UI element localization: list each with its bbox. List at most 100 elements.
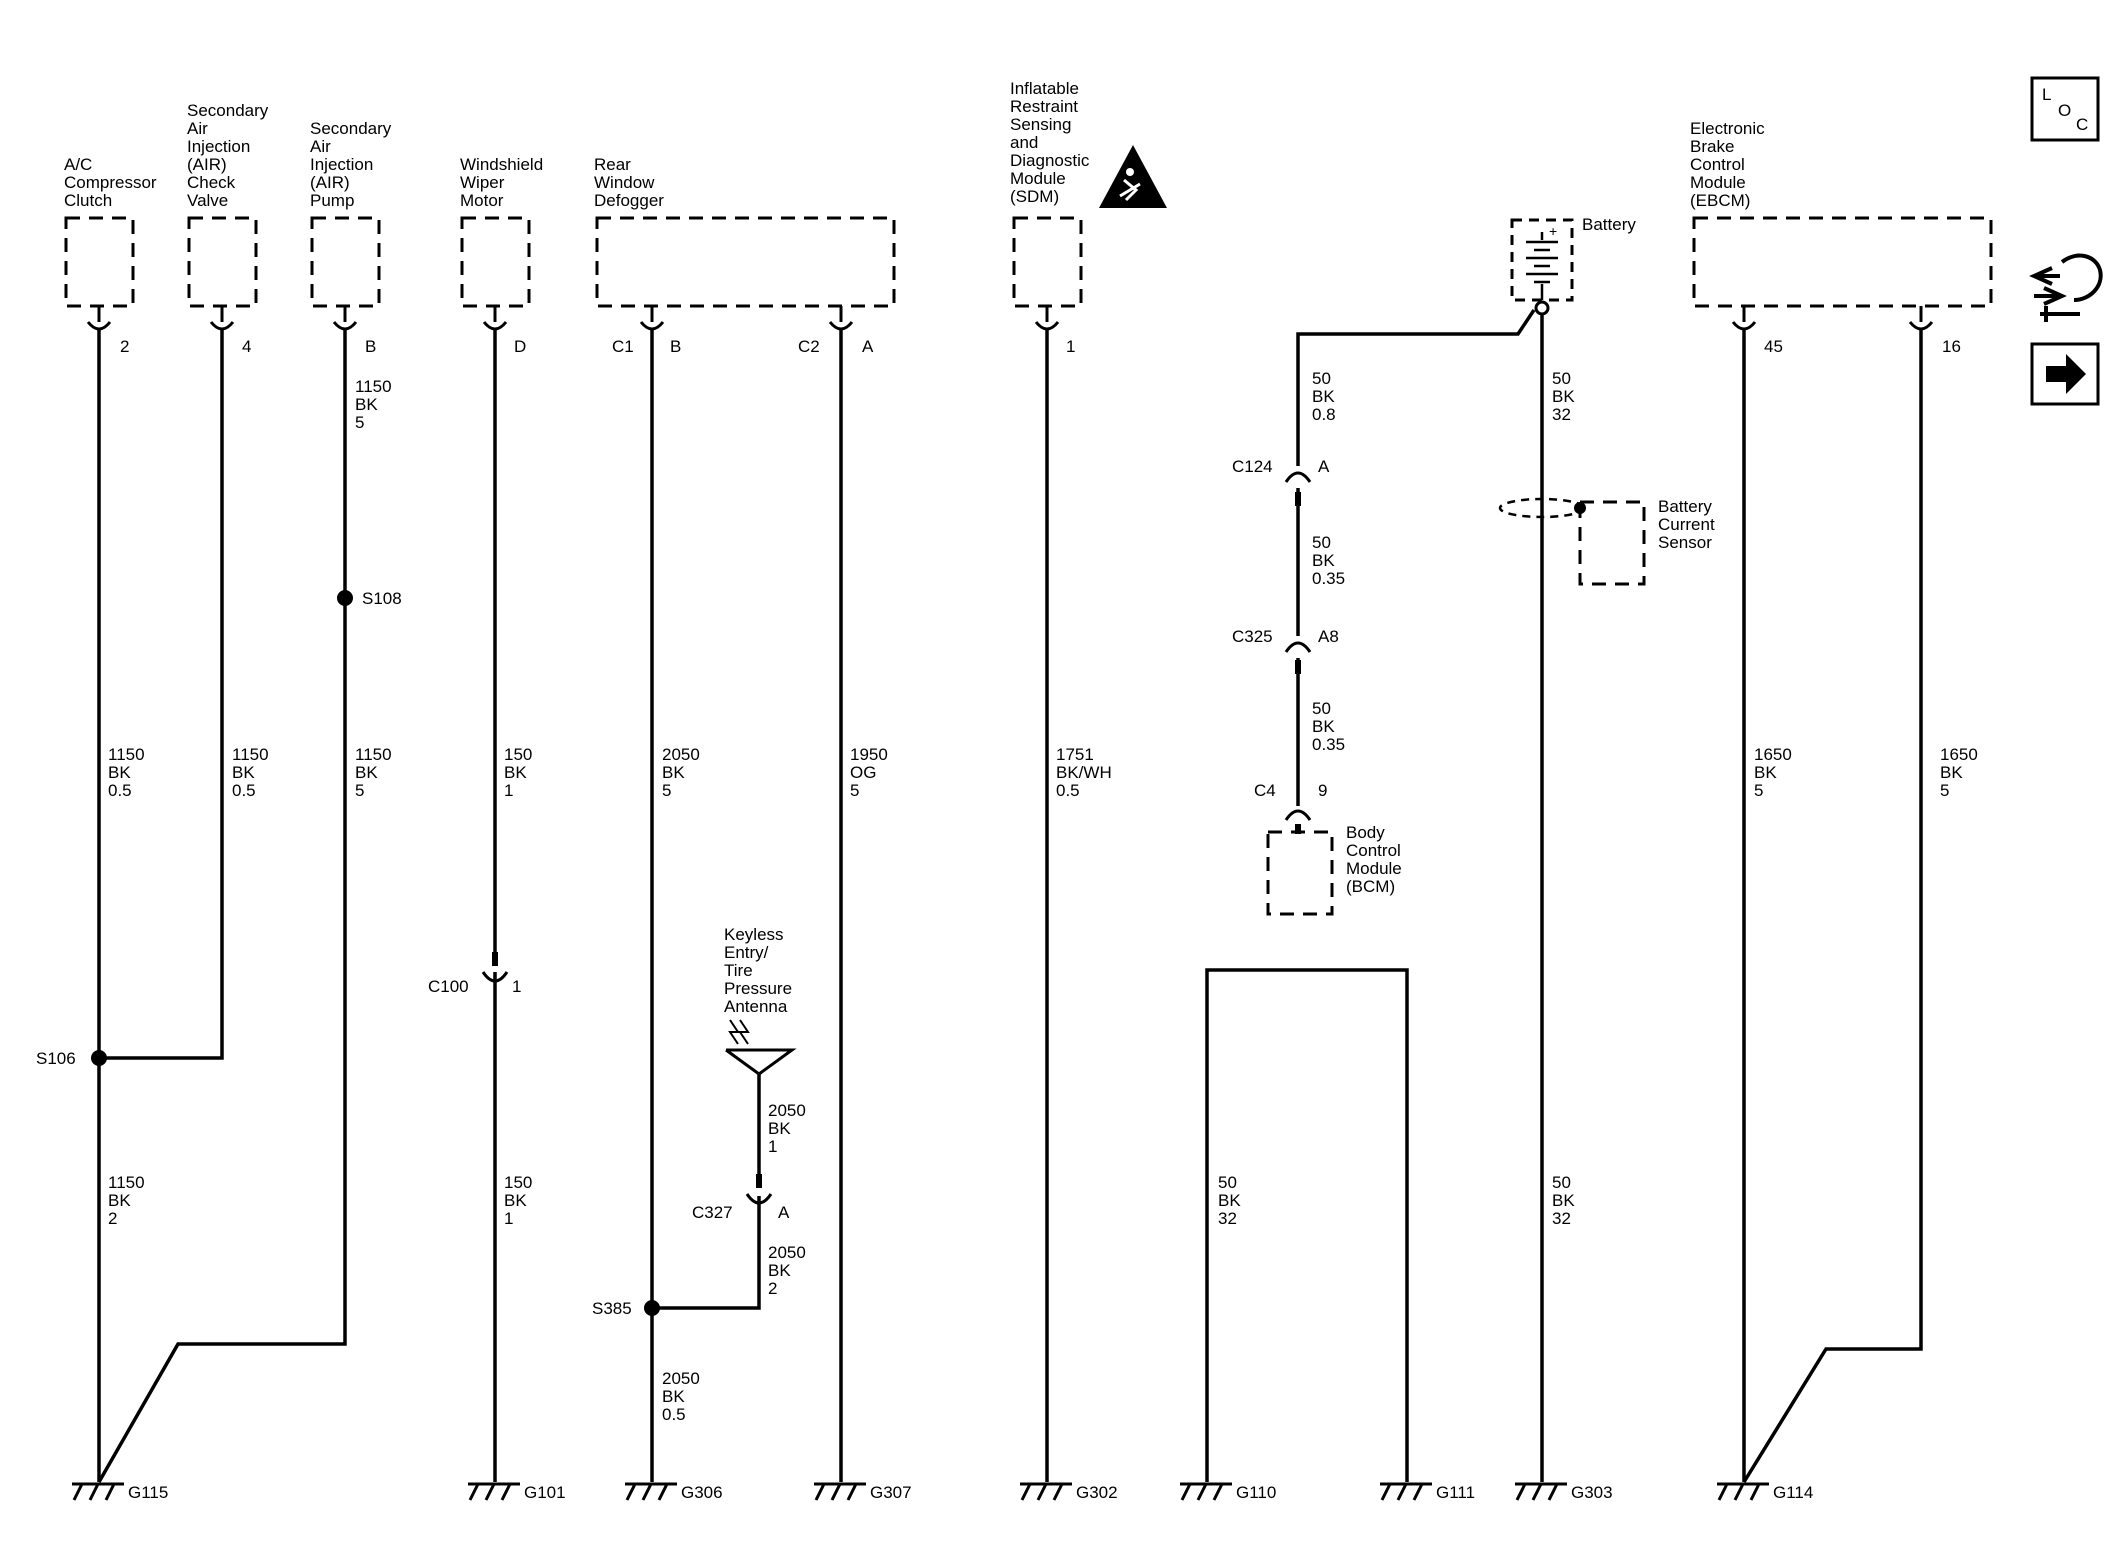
pin-check-valve: 4 <box>242 337 251 356</box>
sdm-label: Inflatable Restraint Sensing and Diagnos… <box>1010 79 1094 206</box>
pin-ac: 2 <box>120 337 129 356</box>
c100-pin-label: 1 <box>512 977 521 996</box>
ground-g114 <box>1717 1482 1769 1501</box>
svg-text:+: + <box>1549 223 1557 239</box>
pin-pump: B <box>365 337 376 356</box>
ground-g306-label: G306 <box>681 1483 723 1502</box>
wire-bcm-1 <box>1296 309 1536 466</box>
antenna-symbol <box>725 1019 797 1076</box>
airbag-warning-icon <box>1099 145 1167 208</box>
air-check-valve-box <box>187 216 258 308</box>
loc-letter-o: O <box>2058 101 2071 120</box>
ground-g307-label: G307 <box>870 1483 912 1502</box>
splice-s108 <box>337 590 353 606</box>
c327-pin-label: A <box>778 1203 790 1222</box>
wire-ground-loop <box>1205 968 1409 1482</box>
splice-s385-label: S385 <box>592 1299 632 1318</box>
rear-defogger-box <box>595 216 896 308</box>
loc-letter-l: L <box>2042 85 2051 104</box>
battery-label: Battery <box>1582 215 1636 234</box>
ground-g307 <box>814 1482 866 1501</box>
loc-button[interactable]: L O C <box>2030 76 2100 142</box>
battery-terminal <box>1534 300 1550 316</box>
top-pin-cups <box>86 321 1934 331</box>
c124-pin-label: A <box>1318 457 1330 476</box>
wire-check-valve <box>99 330 224 1060</box>
splice-s106 <box>91 1050 107 1066</box>
inline-connector-c100 <box>481 952 509 983</box>
pin-ebcm-16: 16 <box>1942 337 1961 356</box>
c124-label: C124 <box>1232 457 1273 476</box>
loc-letter-c: C <box>2076 115 2088 134</box>
defog-c2-connector: C2 <box>798 337 820 356</box>
ground-g302-label: G302 <box>1076 1483 1118 1502</box>
c4-label: C4 <box>1254 781 1276 800</box>
ground-g302 <box>1020 1482 1072 1501</box>
bcm-box <box>1266 830 1334 916</box>
rear-defogger-label: Rear Window Defogger <box>594 155 664 210</box>
battery-current-sensor-label: Battery Current Sensor <box>1658 497 1719 552</box>
ground-g110 <box>1180 1482 1232 1501</box>
air-pump-label: Secondary Air Injection (AIR) Pump <box>310 119 396 210</box>
ground-g111 <box>1380 1482 1432 1501</box>
defog-c1-connector: C1 <box>612 337 634 356</box>
c325-pin-label: A8 <box>1318 627 1339 646</box>
antenna-label: Keyless Entry/ Tire Pressure Antenna <box>724 925 797 1016</box>
inline-connector-c327 <box>745 1174 773 1205</box>
c327-label: C327 <box>692 1203 733 1222</box>
defog-c1-pin: B <box>670 337 681 356</box>
battery-symbol: + <box>1510 218 1574 302</box>
connector-icon[interactable] <box>2029 253 2103 322</box>
current-sensor-dot <box>1574 502 1586 514</box>
ground-g303 <box>1515 1482 1567 1501</box>
inline-connector-c325 <box>1284 641 1312 674</box>
pin-ebcm-45: 45 <box>1764 337 1783 356</box>
ground-g303-label: G303 <box>1571 1483 1613 1502</box>
wire-ebcm-16 <box>1742 330 1923 1483</box>
bcm-label: Body Control Module (BCM) <box>1346 823 1407 896</box>
ground-g101-label: G101 <box>524 1483 566 1502</box>
wiper-motor-box <box>460 216 531 308</box>
ac-clutch-box <box>64 216 135 308</box>
defog-c2-pin: A <box>862 337 874 356</box>
wiper-motor-label: Windshield Wiper Motor <box>460 155 548 210</box>
next-arrow-icon[interactable] <box>2030 342 2100 406</box>
ground-g101 <box>468 1482 520 1501</box>
ground-g306 <box>625 1482 677 1501</box>
sdm-box <box>1012 216 1083 308</box>
pin-sdm: 1 <box>1066 337 1075 356</box>
ac-clutch-label: A/C Compressor Clutch <box>64 155 161 210</box>
ground-g110-label: G110 <box>1236 1483 1276 1502</box>
wire-air-pump <box>97 330 347 1483</box>
c325-label: C325 <box>1232 627 1273 646</box>
splice-s106-label: S106 <box>36 1049 76 1068</box>
ground-g114-label: G114 <box>1773 1483 1813 1502</box>
wire-antenna-bottom <box>652 1196 761 1310</box>
air-check-valve-label: Secondary Air Injection (AIR) Check Valv… <box>187 101 273 210</box>
c100-label: C100 <box>428 977 469 996</box>
c4-pin-label: 9 <box>1318 781 1327 800</box>
